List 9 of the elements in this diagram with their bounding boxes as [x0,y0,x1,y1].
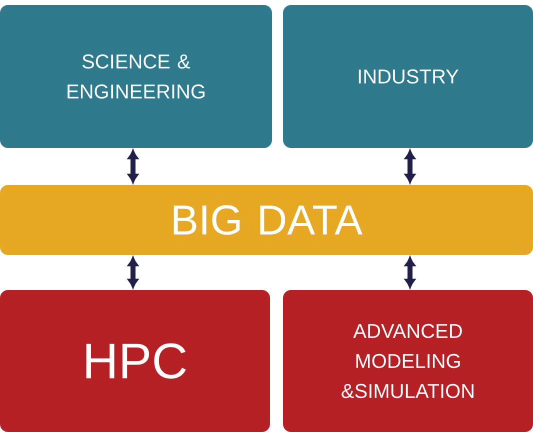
band: BIG DATA [0,185,533,255]
double-arrow [404,150,416,183]
double-arrow [404,257,416,288]
box: ADVANCED MODELING &SIMULATION [283,290,533,432]
double-arrow [128,257,138,288]
box: SCIENCE & ENGINEERING [0,5,272,148]
box: HPC [0,290,270,432]
box: INDUSTRY [283,5,533,148]
double-arrow [128,150,138,183]
